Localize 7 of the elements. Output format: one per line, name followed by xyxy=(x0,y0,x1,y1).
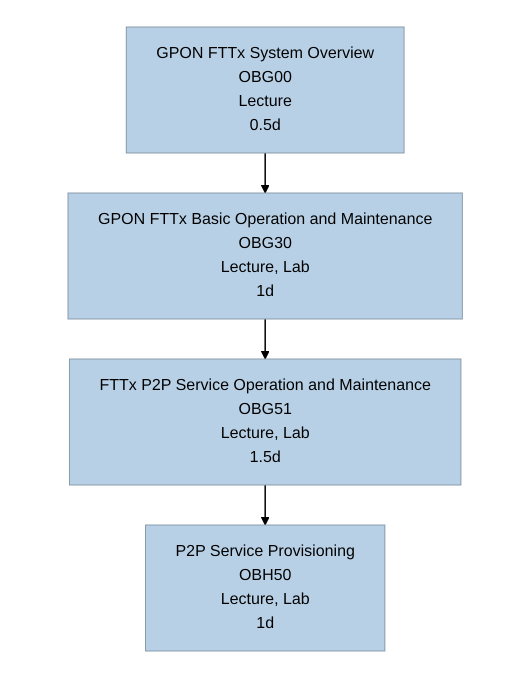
arrow xyxy=(260,153,270,194)
arrow xyxy=(260,319,270,360)
node-box: FTTx P2P Service Operation and Maintenance OBG51 Lecture, Lab 1.5d xyxy=(68,358,462,486)
node-box: GPON FTTx System Overview OBG00 Lecture 0.5d xyxy=(126,26,404,154)
node-box: GPON FTTx Basic Operation and Maintenance OBG30 Lecture, Lab 1d xyxy=(67,192,463,320)
node-box: P2P Service Provisioning OBH50 Lecture, Lab 1d xyxy=(144,524,386,652)
arrow xyxy=(260,485,270,526)
